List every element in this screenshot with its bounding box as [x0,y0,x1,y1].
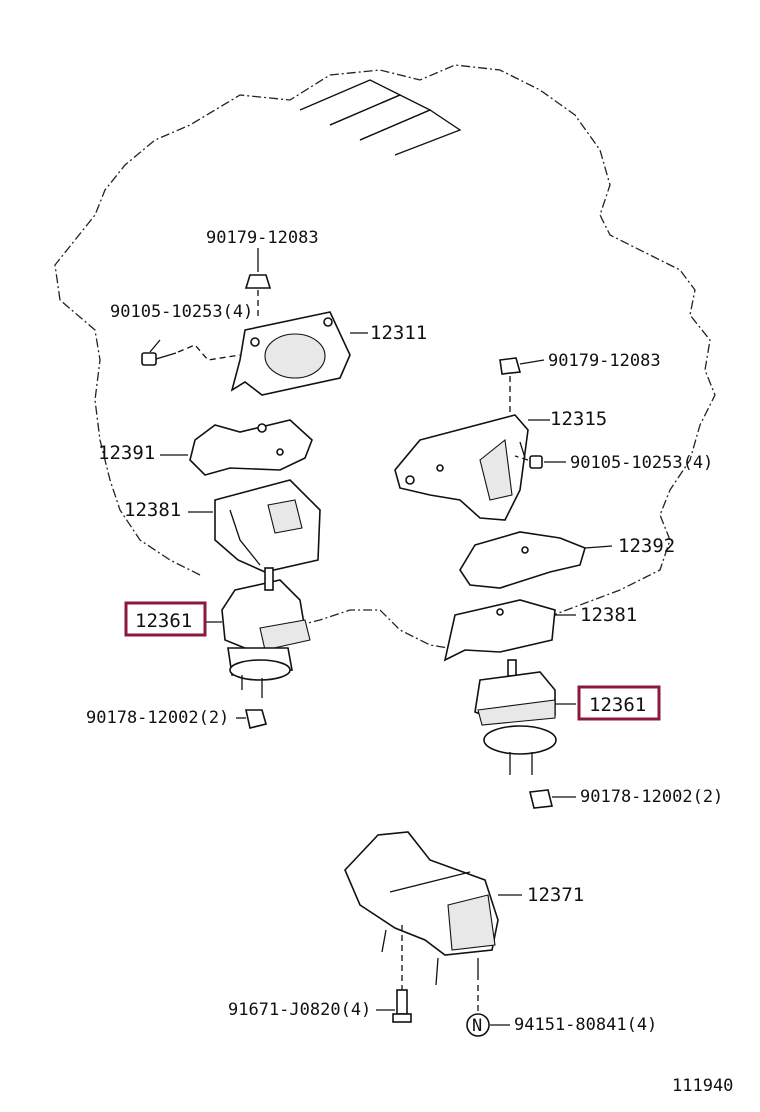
label-90105-left: 90105-10253(4) [110,302,253,322]
highlight-box-right [577,685,661,721]
diagram-id: 111940 [672,1076,733,1096]
bolt-91671 [376,925,412,1023]
bracket-12315 [394,414,550,521]
label-90179-top: 90179-12083 [206,228,319,248]
label-12361-right: 12361 [589,694,646,716]
label-12381-right: 12381 [580,604,637,626]
bracket-12311 [230,311,368,396]
insulator-12381-right [443,599,576,662]
label-91671: 91671-J0820(4) [228,1000,371,1020]
engine-rib-3 [359,109,462,156]
label-12315: 12315 [550,408,607,430]
label-12371: 12371 [527,884,584,906]
engine-rib-1 [299,79,402,126]
bolt-90105-left [141,339,241,366]
label-12391: 12391 [98,442,155,464]
mount-12371 [344,831,522,986]
nut-90179-top [244,248,272,318]
label-12311: 12311 [370,322,427,344]
stud-94151 [466,985,510,1037]
nut-90178-left [236,709,267,729]
bolt-90105-right [514,441,566,469]
label-90179-right: 90179-12083 [548,351,661,371]
nut-90178-right [529,789,576,809]
engine-rib-2 [329,94,432,141]
insulator-12381-left [188,479,321,573]
mount-12361-left [205,567,311,698]
n-symbol: N [472,1016,482,1036]
mount-12361-right [474,659,576,775]
label-12392: 12392 [618,535,675,557]
highlight-box-left [124,601,207,637]
label-94151: 94151-80841(4) [514,1015,657,1035]
plate-12392 [459,531,613,589]
label-12381-left: 12381 [124,499,181,521]
label-90105-right: 90105-10253(4) [570,453,713,473]
label-12361-left: 12361 [135,610,192,632]
plate-12391 [160,419,313,476]
label-90178-right: 90178-12002(2) [580,787,723,807]
label-90178-left: 90178-12002(2) [86,708,229,728]
